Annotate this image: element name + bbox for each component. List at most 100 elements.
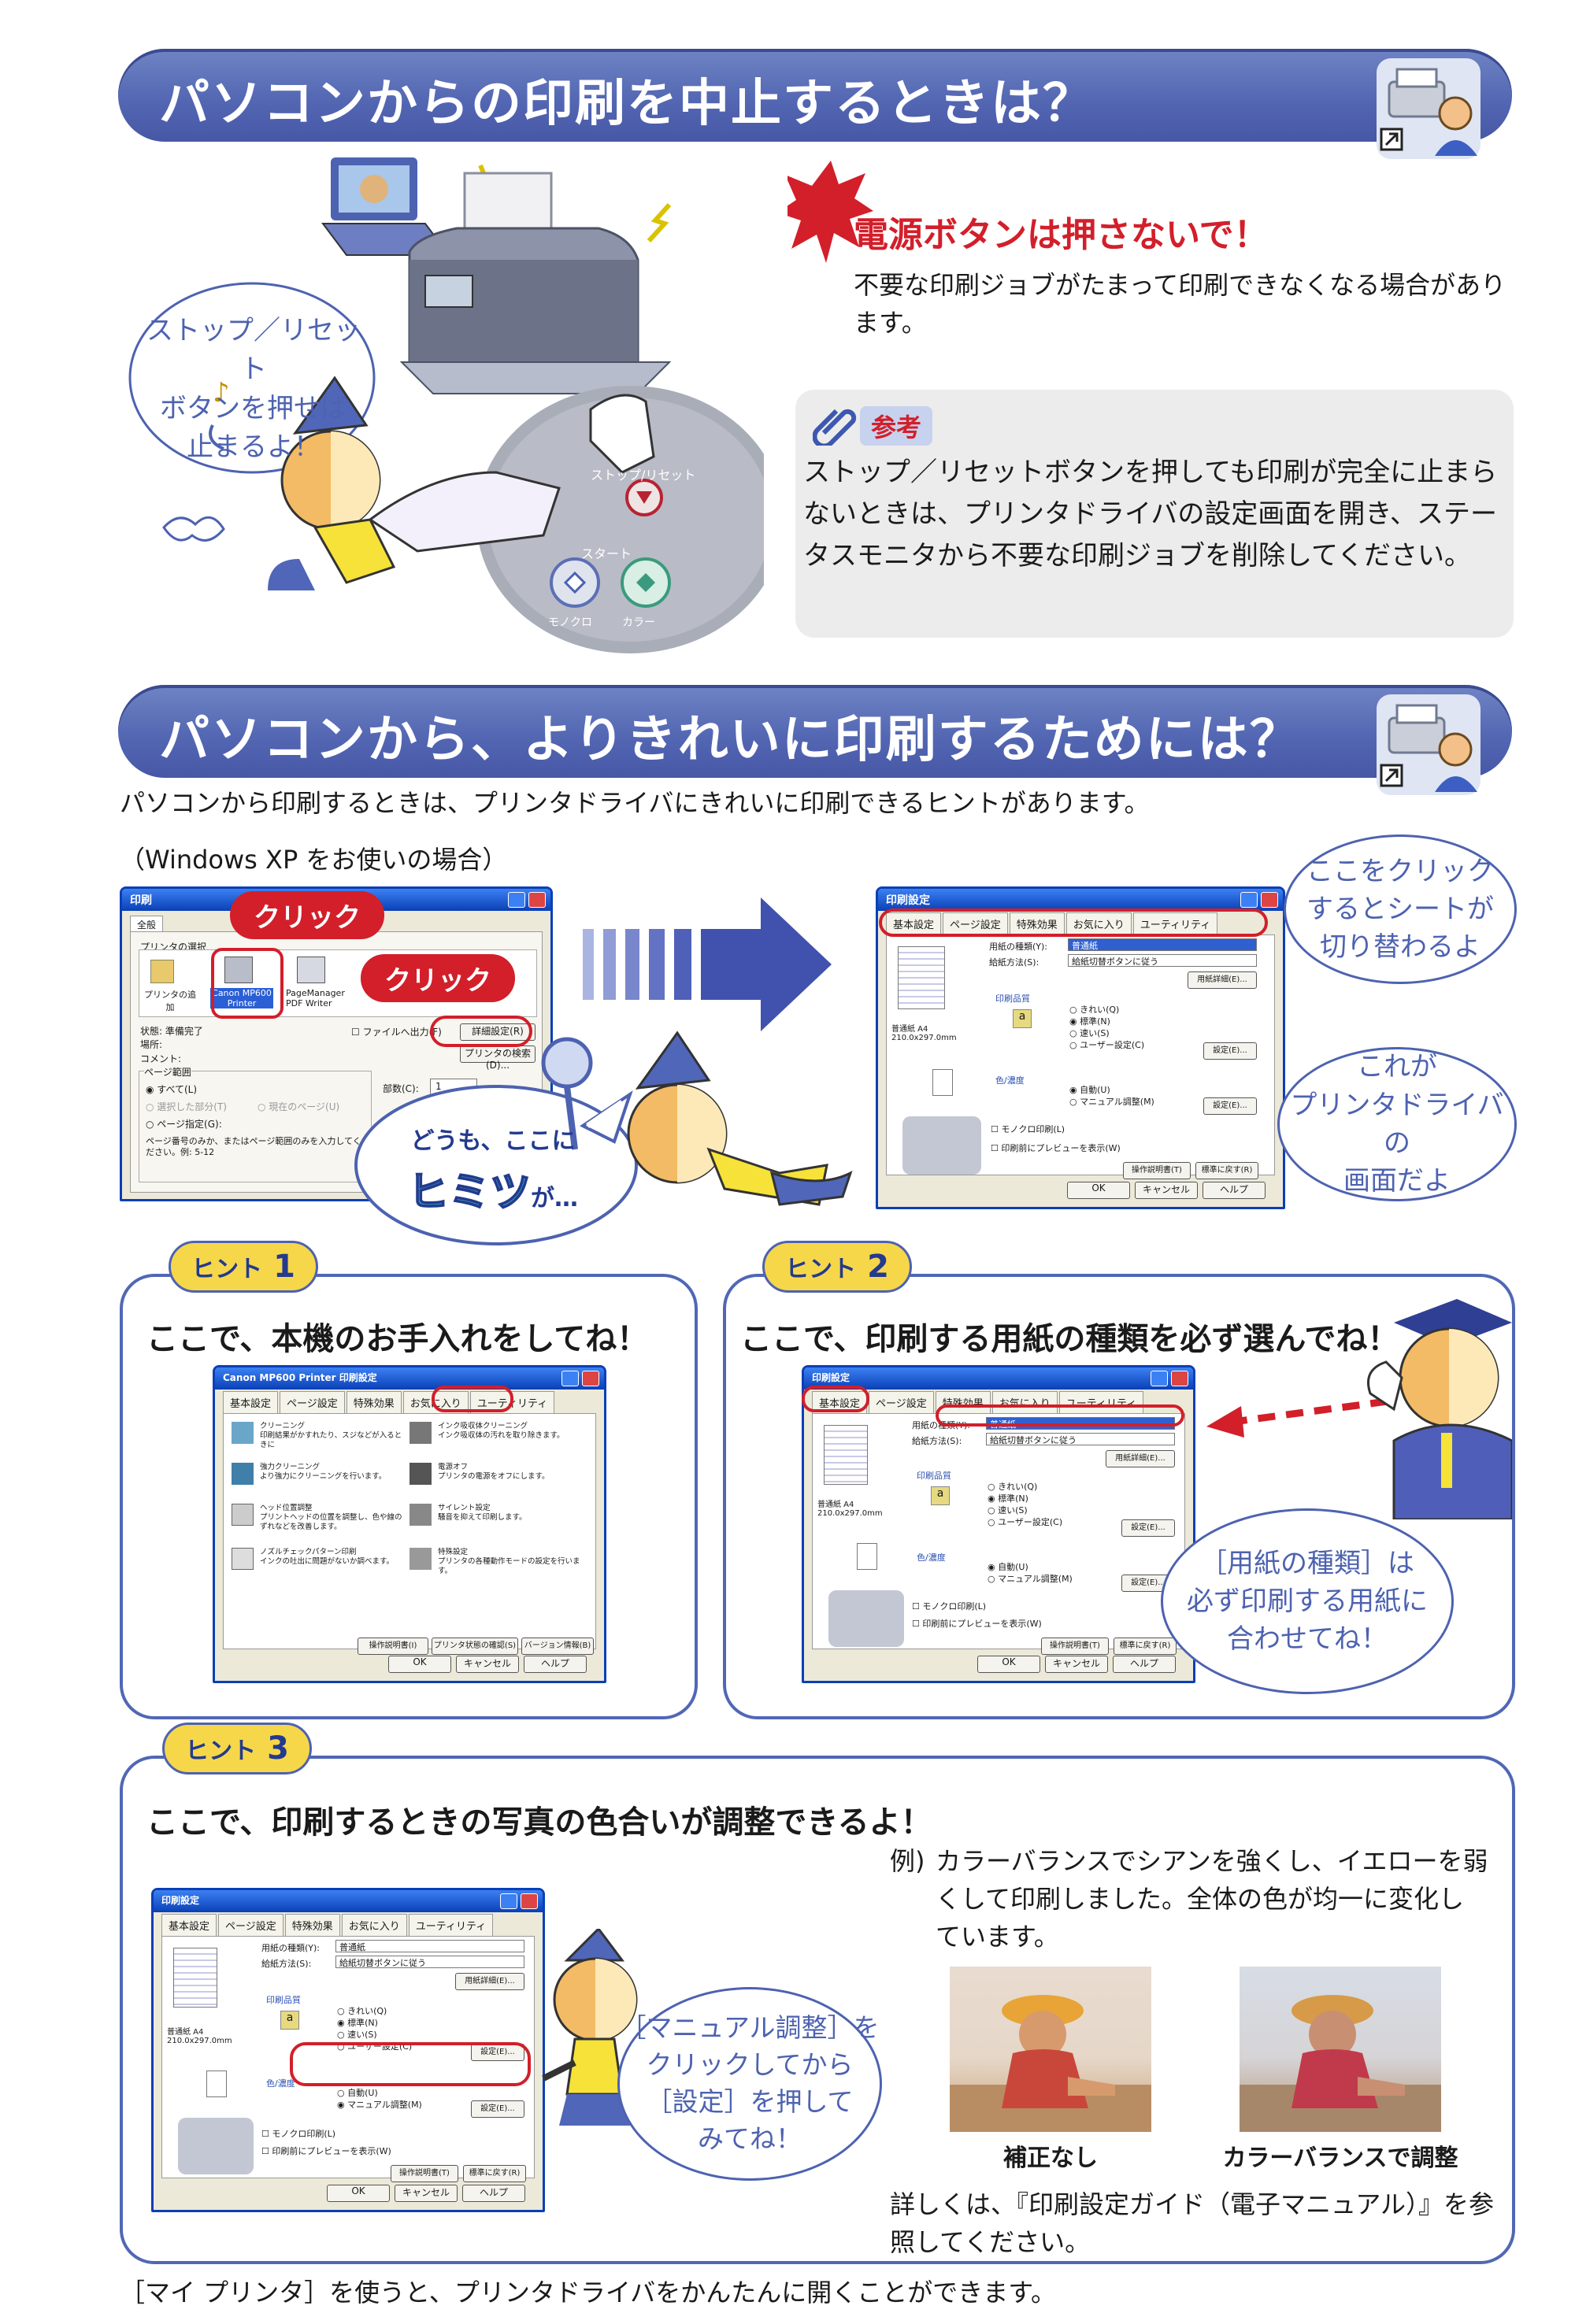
hint1-heading: ここで、本機のお手入れをしてね！ <box>146 1321 649 1357</box>
manual-speech: ［マニュアル調整］をクリックしてから［設定］を押してみてね！ <box>617 1987 882 2181</box>
hint2-heading: ここで、印刷する用紙の種類を必ず選んでね！ <box>740 1321 1399 1357</box>
warning-text: 不要な印刷ジョブがたまって印刷できなくなる場合があります。 <box>854 270 1506 338</box>
utility-item[interactable]: ヘッド位置調整プリントヘッドの位置を調整し、色や線のずれなどを改善します。 <box>232 1504 405 1548</box>
utility-left: クリーニング印刷結果がかすれたり、スジなどが入るときに 強力クリーニングより強力… <box>232 1422 405 1589</box>
close-button[interactable] <box>528 892 546 908</box>
highlight-details <box>430 1016 532 1047</box>
my-printer-icon <box>1377 58 1480 159</box>
stop-speech: ストップ／リセット ボタンを押せば 止まるよ！ <box>146 315 361 463</box>
highlight-tabs <box>879 909 1268 937</box>
feed-select[interactable]: 給紙切替ボタンに従う <box>1068 954 1257 967</box>
start-label: スタート <box>581 546 632 561</box>
hint-speech: どうも、ここに ヒミツが… <box>407 1127 578 1217</box>
warning-burst-icon <box>788 161 873 263</box>
close-button[interactable] <box>1261 892 1278 908</box>
close-button[interactable] <box>521 1893 538 1909</box>
orientation-icon <box>932 1069 953 1096</box>
example-prefix: 例) <box>890 1846 925 1876</box>
note-label: 参考 <box>860 406 933 446</box>
utility-item[interactable]: クリーニング印刷結果がかすれたり、スジなどが入るときに <box>232 1422 405 1463</box>
printer-icon <box>224 957 253 983</box>
printer-illustration: ♪ <box>128 157 764 653</box>
photo-uncorrected <box>950 1967 1151 2132</box>
tab-basic[interactable]: 基本設定 <box>886 912 942 934</box>
driver-dialog: 印刷設定 基本設定 ページ設定 特殊効果 お気に入り ユーティリティ 普通紙 A… <box>876 886 1285 1209</box>
media-select[interactable]: 普通紙 <box>1068 938 1257 951</box>
orientation-icon <box>857 1543 877 1570</box>
my-printer-icon <box>1377 694 1480 795</box>
tab-page[interactable]: ページ設定 <box>943 912 1008 934</box>
printer-image <box>828 1590 904 1647</box>
printer-item-canon[interactable]: Canon MP600 Printer <box>210 988 273 1008</box>
os-note: （Windows XP をお使いの場合） <box>120 845 508 875</box>
warning-title: 電源ボタンは押さないで！ <box>854 215 1269 255</box>
help-button[interactable] <box>500 1893 517 1909</box>
color-label: カラー <box>622 616 655 629</box>
utility-item[interactable]: 強力クリーニングより強力にクリーニングを行います。 <box>232 1463 405 1504</box>
highlight-color <box>290 2042 531 2086</box>
driver-dialog-hint3: 印刷設定 基本設定 ページ設定 特殊効果 お気に入り ユーティリティ 普通紙 A… <box>151 1888 545 2212</box>
close-button[interactable] <box>1171 1371 1188 1386</box>
quality-icon: a <box>1013 1009 1032 1028</box>
highlight-basic-tab <box>802 1386 869 1412</box>
quality-options[interactable]: ○ きれい(Q) ◉ 標準(N) ○ 速い(S) ○ ユーザー設定(C) <box>1069 1005 1145 1050</box>
section1-title: パソコンからの印刷を中止するときは？ <box>159 75 1095 133</box>
utility-item[interactable]: 電源オフプリンタの電源をオフにします。 <box>410 1463 587 1504</box>
help-button[interactable] <box>508 892 525 908</box>
utility-tabs: 基本設定 ページ設定 特殊効果 お気に入り ユーティリティ <box>223 1391 596 1413</box>
page-preview <box>898 946 945 1009</box>
utility-item[interactable]: 特殊設定プリンタの各種動作モードの設定を行います。 <box>410 1548 587 1589</box>
note-text: ストップ／リセットボタンを押しても印刷が完全に止まらないときは、プリンタドライバ… <box>803 457 1498 572</box>
utility-item[interactable]: ノズルチェックパターン印刷インクの吐出に問題がないか調べます。 <box>232 1548 405 1589</box>
utility-right: インク吸収体クリーニングインク吸収体の汚れを取り除きます。 電源オフプリンタの電… <box>410 1422 587 1589</box>
arrow-right-icon <box>583 897 832 1031</box>
printer-image <box>178 2118 254 2174</box>
head-align-icon <box>232 1504 254 1526</box>
click-label: クリック <box>361 954 515 1002</box>
color-options[interactable]: ◉ 自動(U) ○ マニュアル調整(M) <box>1069 1085 1154 1107</box>
sheet-speech: ここをクリックするとシートが切り替わるよ <box>1284 834 1517 984</box>
section2-intro: パソコンから印刷するときは、プリンタドライバにきれいに印刷できるヒントがあります… <box>120 788 1150 818</box>
help-button[interactable] <box>1240 892 1258 908</box>
tab-effects[interactable]: 特殊効果 <box>1009 912 1065 934</box>
caption-balanced: カラーバランスで調整 <box>1222 2145 1458 2172</box>
file-output-checkbox[interactable]: ☐ ファイルへ出力(F) <box>351 1027 442 1038</box>
orientation-icon <box>206 2071 227 2097</box>
photo-color-balanced <box>1240 1967 1441 2132</box>
help-button[interactable] <box>561 1371 579 1386</box>
tab-utility[interactable]: ユーティリティ <box>1132 912 1218 934</box>
find-printer-button[interactable]: プリンタの検索(D)... <box>460 1045 536 1071</box>
status-rows: 状態: 準備完了 場所: コメント: <box>140 1026 203 1064</box>
cleaning-icon <box>232 1422 254 1444</box>
reset-label: ストップ/リセット <box>591 468 696 483</box>
page-range-group: ページ範囲 ◉ すべて(L) ○ 選択した部分(T) ○ 現在のページ(U) ○… <box>139 1065 372 1182</box>
nozzle-check-icon <box>232 1548 254 1570</box>
page-preview <box>173 1948 217 2008</box>
highlight-media <box>936 1404 1184 1427</box>
driver-speech: これがプリンタドライバの画面だよ <box>1277 1047 1517 1201</box>
utility-item[interactable]: サイレント設定騒音を抑えて印刷します。 <box>410 1504 587 1548</box>
caption-uncorrected: 補正なし <box>1003 2145 1098 2172</box>
quality-icon: a <box>931 1486 950 1505</box>
close-button[interactable] <box>582 1371 599 1386</box>
footer-note: ［マイ プリンタ］を使うと、プリンタドライバをかんたんに開くことができます。 <box>120 2278 1057 2307</box>
printer-icon <box>297 957 325 983</box>
quiet-mode-icon <box>410 1504 432 1526</box>
section2-banner: パソコンから、よりきれいに印刷するためには？ <box>118 685 1512 795</box>
driver-panel: 普通紙 A4 210.0x297.0mm 用紙の種類(Y): 普通紙 給紙方法(… <box>886 934 1275 1179</box>
absorber-cleaning-icon <box>410 1422 432 1444</box>
deep-cleaning-icon <box>232 1463 254 1485</box>
utility-item[interactable]: インク吸収体クリーニングインク吸収体の汚れを取り除きます。 <box>410 1422 587 1463</box>
tab-favorites[interactable]: お気に入り <box>1065 912 1132 934</box>
svg-text:♪: ♪ <box>213 377 230 409</box>
quality-icon: a <box>280 2011 299 2030</box>
hint3-heading: ここで、印刷するときの写真の色合いが調整できるよ！ <box>146 1804 932 1841</box>
power-off-icon <box>410 1463 432 1485</box>
section2-title: パソコンから、よりきれいに印刷するためには？ <box>159 711 1302 769</box>
printer-image <box>902 1116 981 1175</box>
graduate-character <box>1367 1299 1512 1519</box>
help-button[interactable] <box>1151 1371 1168 1386</box>
click-label: クリック <box>230 891 384 939</box>
